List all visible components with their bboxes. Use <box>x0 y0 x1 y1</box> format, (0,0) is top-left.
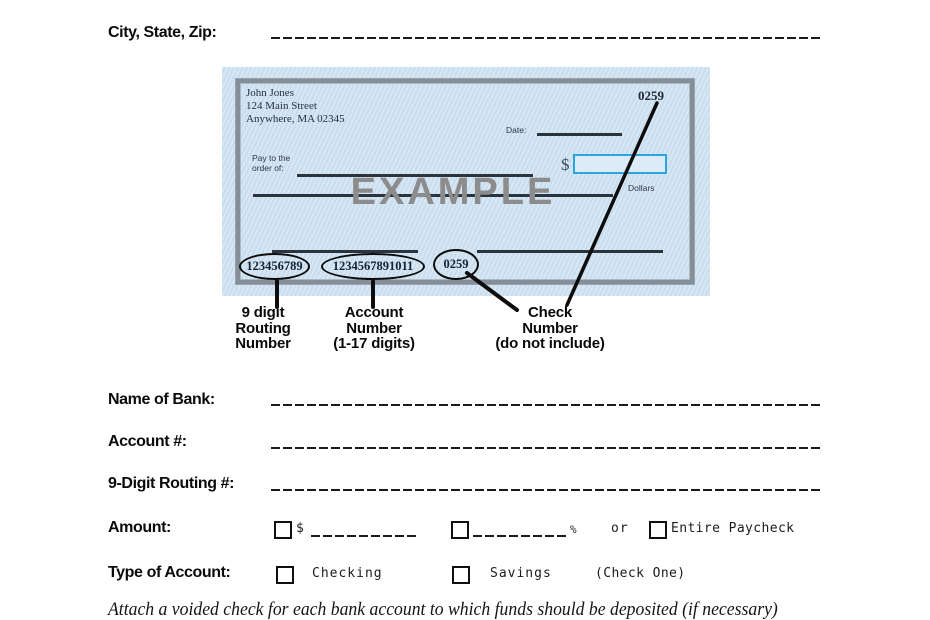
bank-name-blank[interactable] <box>271 393 821 406</box>
amount-words-line <box>253 194 613 197</box>
amount-dollar-blank[interactable] <box>311 524 419 537</box>
savings-checkbox[interactable] <box>452 566 470 584</box>
entire-paycheck-checkbox[interactable] <box>649 521 667 539</box>
account-number-label: Account #: <box>108 433 187 450</box>
account-caption: Account Number (1-17 digits) <box>333 304 415 352</box>
payer-street: 124 Main Street <box>246 100 317 112</box>
savings-label: Savings <box>490 566 552 581</box>
sample-check-figure: John Jones 124 Main Street Anywhere, MA … <box>222 67 710 296</box>
account-number-oval: 1234567891011 <box>321 253 425 280</box>
payer-city: Anywhere, MA 02345 <box>246 113 345 125</box>
amount-label: Amount: <box>108 519 171 536</box>
entire-paycheck-label: Entire Paycheck <box>671 521 795 536</box>
memo-line <box>272 250 418 253</box>
footer-note: Attach a voided check for each bank acco… <box>108 599 778 620</box>
checking-label: Checking <box>312 566 383 581</box>
type-of-account-label: Type of Account: <box>108 564 231 581</box>
amount-percent-blank[interactable] <box>473 524 568 537</box>
routing-number-oval: 123456789 <box>239 253 310 280</box>
date-label: Date: <box>506 125 527 135</box>
city-state-zip-label: City, State, Zip: <box>108 24 217 41</box>
payee-line <box>297 174 533 177</box>
payer-name: John Jones <box>246 87 294 99</box>
example-watermark: EXAMPLE <box>350 171 556 213</box>
sample-check: John Jones 124 Main Street Anywhere, MA … <box>236 79 694 284</box>
check-number-top: 0259 <box>638 88 664 103</box>
bank-name-label: Name of Bank: <box>108 391 215 408</box>
check-one-label: (Check One) <box>595 566 686 581</box>
check-number-caption: Check Number (do not include) <box>495 304 605 352</box>
micr-check-number: 0259 <box>443 257 469 271</box>
routing-caption: 9 digit Routing Number <box>235 304 291 352</box>
checking-checkbox[interactable] <box>276 566 294 584</box>
dollar-sign-label: $ <box>296 521 305 536</box>
signature-line <box>477 250 663 253</box>
city-state-zip-blank[interactable] <box>271 26 821 39</box>
or-label: or <box>611 521 629 536</box>
pay-to-label: Pay to the order of: <box>252 153 291 173</box>
routing-number-label: 9-Digit Routing #: <box>108 475 235 492</box>
check-number-oval: 0259 <box>433 249 479 280</box>
payer-address-block: John Jones 124 Main Street Anywhere, MA … <box>246 87 345 126</box>
micr-routing-number: 123456789 <box>246 259 303 273</box>
routing-number-blank[interactable] <box>271 478 821 491</box>
amount-percent-checkbox[interactable] <box>451 521 469 539</box>
micr-account-number: 1234567891011 <box>332 259 414 273</box>
amount-box <box>573 154 667 174</box>
amount-dollar-checkbox[interactable] <box>274 521 292 539</box>
date-line <box>537 133 622 136</box>
account-number-blank[interactable] <box>271 436 821 449</box>
dollars-label: Dollars <box>628 183 655 193</box>
percent-sign-label: % <box>570 523 578 536</box>
